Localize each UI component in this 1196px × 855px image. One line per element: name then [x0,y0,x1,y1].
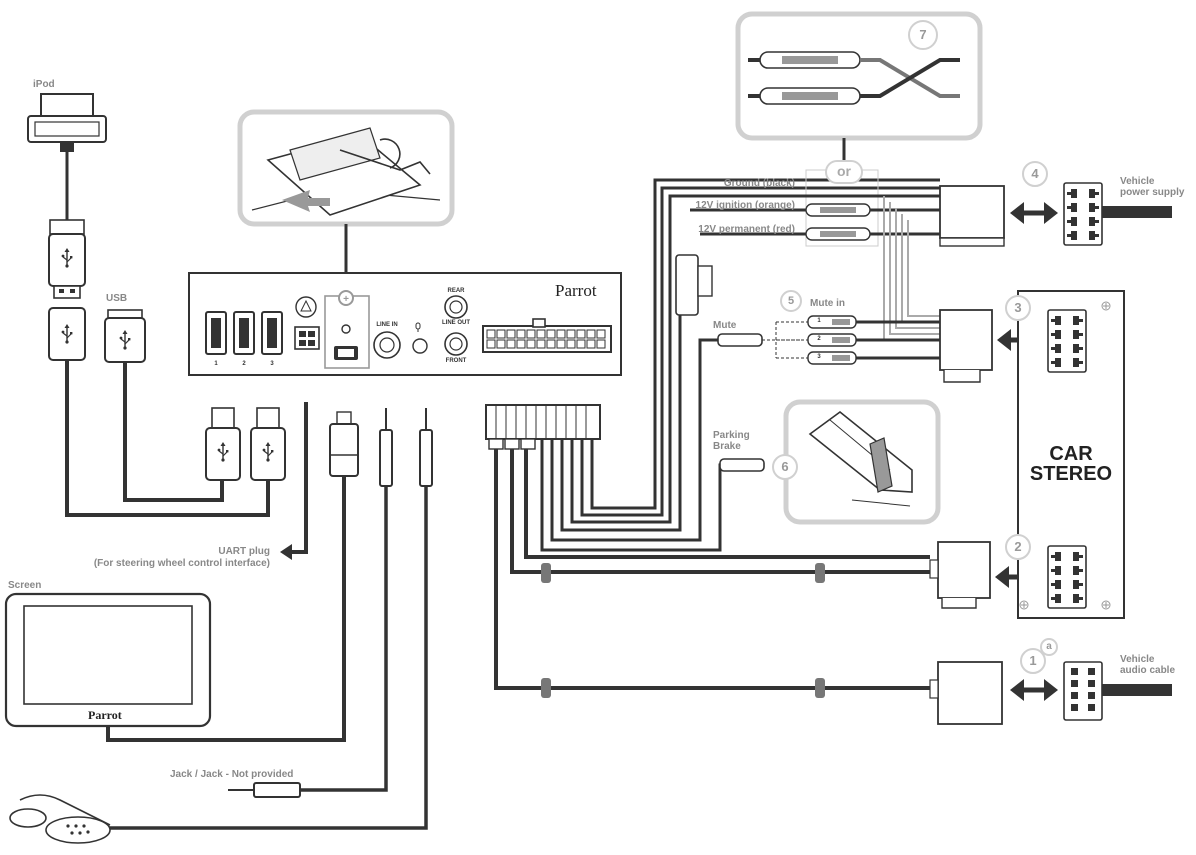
usb-port-1[interactable] [205,311,227,355]
ignition-label: 12V ignition (orange) [695,200,795,211]
front-label: FRONT [445,358,467,364]
svg-text:+: + [343,294,349,305]
ipod-label: iPod [33,79,55,90]
mute-pin-1-number: 1 [817,318,821,324]
parking-brake-label: Parking Brake [713,430,750,452]
rear-label: REAR [447,288,465,294]
handbrake-inset [783,399,941,525]
line-out-label: LINE OUT [442,320,470,326]
microphone-icon [415,322,421,332]
jack-label: Jack / Jack - Not provided [170,769,294,780]
mute-in-label: Mute in [810,298,845,309]
vehicle-audio-cable-label: Vehicle audio cable [1120,654,1176,676]
usb-plug-2 [250,407,286,481]
jack-connector-1 [379,408,393,487]
uart-plug-connector [329,411,359,477]
power-fuse-2 [805,227,871,241]
microphone-device [9,794,111,844]
mute-pin-2-number: 2 [817,336,821,342]
car-stereo-label: CAR STEREO [1029,443,1113,485]
usb-adapter-left [48,307,86,361]
or-badge: or [825,160,863,184]
mute-iso-connector [939,309,993,383]
callout-6: 6 [772,454,798,480]
jack-connector-2 [419,408,433,487]
power-iso-connector [939,185,1005,247]
parrot-main-unit: + [188,272,622,376]
inline-fuse-holder [675,254,713,316]
callout-3: 3 [1005,295,1031,321]
usb-label: USB [106,293,128,304]
audio-iso-connector [929,661,1003,725]
parking-brake-connector [719,458,765,472]
callout-5: 5 [780,290,802,312]
harness-connector [485,404,601,450]
mute-label: Mute [713,320,737,331]
line-in-label: LINE IN [376,322,398,328]
fuse-inset [735,11,983,141]
usb-icon [48,219,86,299]
cable-lock-inset [237,109,455,227]
mute-pin-3-number: 3 [817,354,821,360]
permanent-label: 12V permanent (red) [698,224,795,235]
screen-device [4,592,212,728]
callout-7: 7 [908,20,938,50]
usb-port-2-number: 2 [242,361,246,367]
usb-port-3[interactable] [261,311,283,355]
uart-plug-sublabel: (For steering wheel control interface) [93,558,270,569]
power-supply-plug [1063,182,1172,246]
usb-port-2[interactable] [233,311,255,355]
jack-to-jack-cable [228,782,301,798]
callout-2: 2 [1005,534,1031,560]
ipod-connector [27,93,107,152]
parrot-logo-screen: Parrot [88,708,122,722]
power-fuse-1 [805,203,871,217]
ground-label: Ground (black) [723,178,795,189]
arrow-icon [280,544,292,560]
vehicle-audio-plug [1063,661,1172,721]
speaker-iso-connector-2 [929,541,991,609]
screw-icon [1101,301,1111,311]
usb-port-1-number: 1 [214,361,218,367]
callout-4: 4 [1022,161,1048,187]
mute-connector [717,333,763,347]
uart-plug-label: UART plug [218,546,270,557]
usb-adapter-right [104,309,146,363]
callout-1-superscript: a [1040,638,1058,656]
screen-label: Screen [8,580,42,591]
parrot-logo-unit: Parrot [555,281,597,300]
usb-port-3-number: 3 [270,361,274,367]
vehicle-power-supply-label: Vehicle power supply [1120,176,1185,198]
mute-in-pin-1 [807,315,857,329]
usb-plug-1 [205,407,241,481]
main-multipin-socket[interactable] [482,318,612,353]
car-stereo-panel [1017,290,1125,619]
